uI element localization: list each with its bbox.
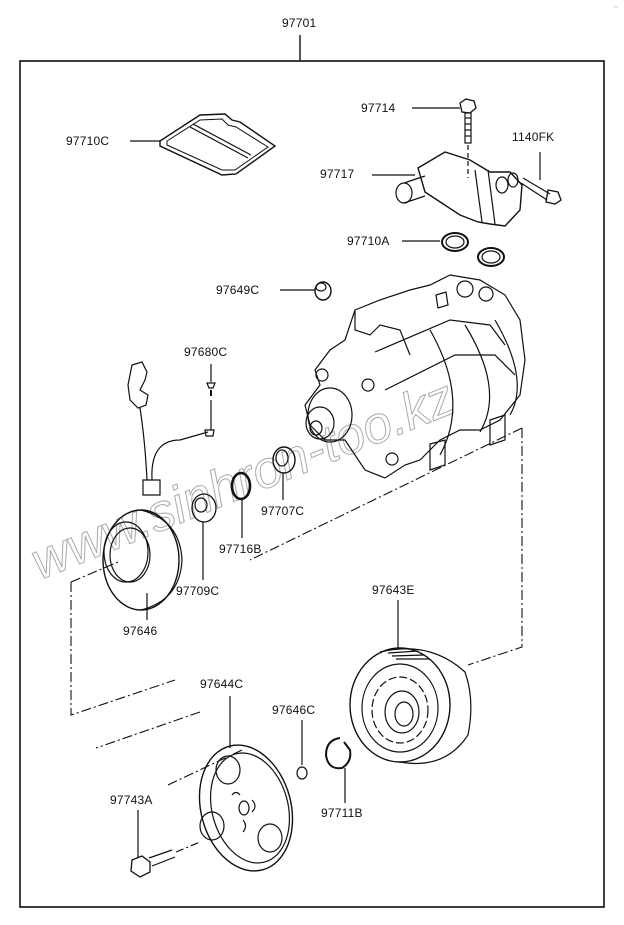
label-97710C[interactable]: 97710C — [66, 134, 110, 148]
shim-97646C[interactable] — [296, 720, 308, 780]
assembly-centerlines — [70, 427, 523, 786]
bolt-97714[interactable] — [412, 98, 477, 178]
watermark: www.sinhron-too.kz — [23, 368, 463, 591]
gasket-97710C[interactable] — [130, 113, 277, 176]
bolt-1140FK[interactable] — [520, 152, 562, 205]
hub-bolt-97743A[interactable] — [130, 810, 201, 878]
screw-97680C[interactable] — [206, 364, 216, 430]
label-1140FK[interactable]: 1140FK — [512, 130, 555, 144]
label-97709C[interactable]: 97709C — [176, 584, 220, 598]
label-97710A[interactable]: 97710A — [347, 234, 390, 248]
label-97714[interactable]: 97714 — [361, 101, 396, 115]
snap-ring-97716B[interactable] — [230, 471, 252, 538]
assembly-label[interactable]: 97701 — [282, 16, 317, 30]
compressor-body[interactable] — [304, 274, 526, 479]
cap-97649C[interactable] — [280, 281, 332, 301]
label-97649C[interactable]: 97649C — [216, 283, 260, 297]
bearing-97709C[interactable] — [191, 493, 217, 580]
corner-mark: r'= — [613, 4, 618, 9]
label-97716B[interactable]: 97716B — [219, 542, 262, 556]
label-97711B[interactable]: 97711B — [321, 806, 363, 820]
shaft-seal-97707C[interactable] — [272, 446, 296, 500]
label-97680C[interactable]: 97680C — [184, 345, 228, 359]
label-97717[interactable]: 97717 — [320, 167, 355, 181]
label-97743A[interactable]: 97743A — [110, 793, 153, 807]
snap-ring-97711B[interactable] — [324, 737, 352, 803]
clutch-hub-97644C[interactable] — [186, 696, 306, 881]
label-97644C[interactable]: 97644C — [200, 677, 244, 691]
pulley-97643E[interactable] — [349, 600, 472, 765]
assembly-frame — [19, 60, 605, 908]
label-97643E[interactable]: 97643E — [372, 583, 415, 597]
label-97707C[interactable]: 97707C — [261, 504, 305, 518]
o-ring-97710A[interactable] — [402, 232, 505, 267]
field-coil-97646[interactable] — [102, 361, 215, 620]
label-97646[interactable]: 97646 — [123, 624, 158, 638]
connector-block-97717[interactable] — [372, 151, 523, 227]
label-97646C[interactable]: 97646C — [272, 703, 316, 717]
